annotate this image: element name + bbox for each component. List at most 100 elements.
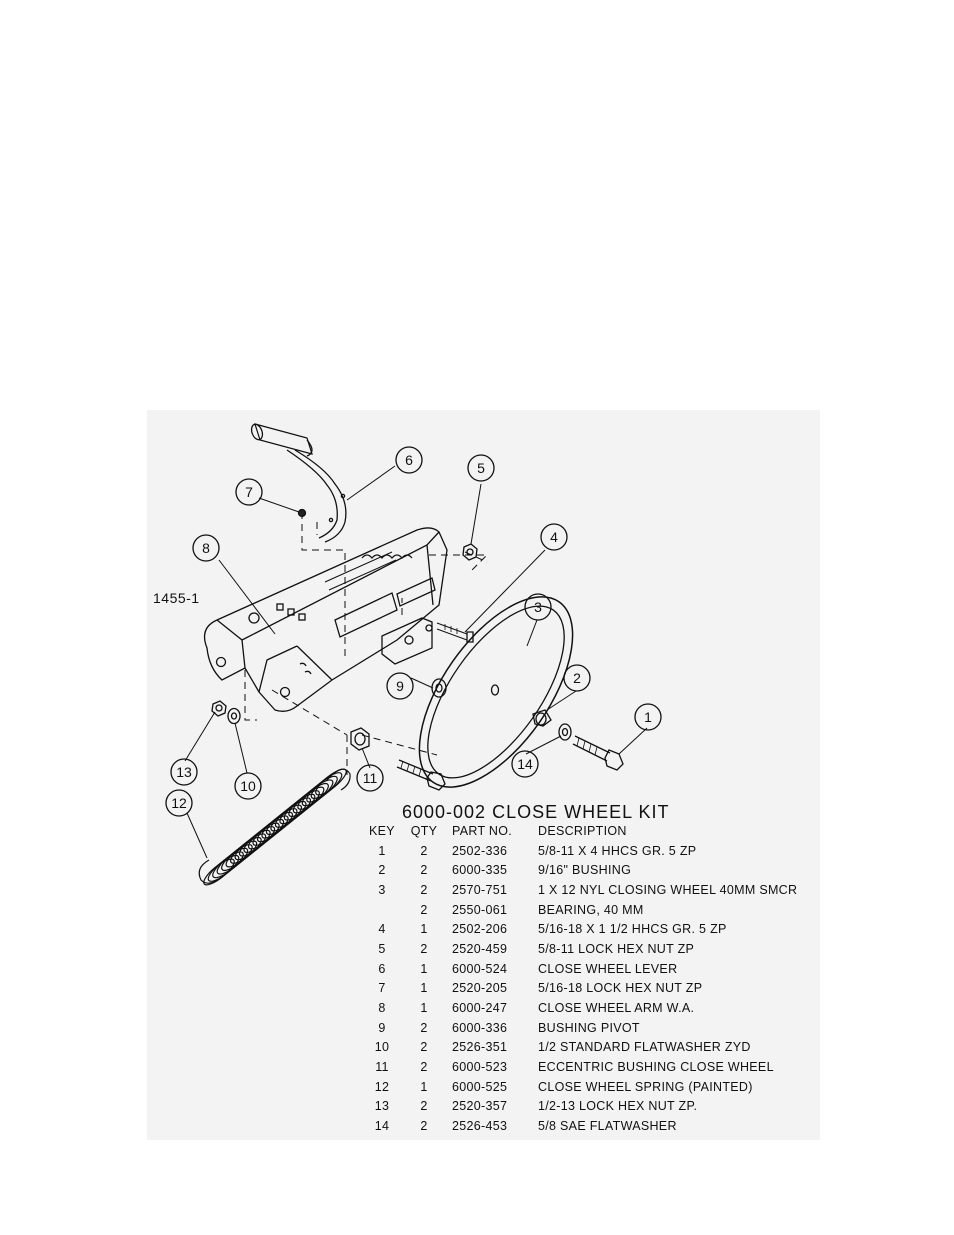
bolt-1-part [572, 735, 624, 771]
spring-coil [274, 800, 307, 828]
spring-coil [203, 858, 235, 886]
cell-part-no: 2520-357 [452, 1099, 508, 1114]
header-key: KEY [369, 823, 395, 838]
cell-key: 14 [374, 1119, 390, 1134]
callout-14: 14 [517, 756, 533, 772]
callout-11: 11 [363, 770, 378, 786]
cell-qty: 1 [420, 1079, 428, 1094]
cell-key: 12 [374, 1079, 390, 1094]
cell-description: 1/2 STANDARD FLATWASHER ZYD [538, 1040, 751, 1055]
callout-3: 3 [534, 599, 542, 615]
spring-coil [270, 804, 303, 832]
callout-circles [165, 446, 662, 817]
cell-key: 13 [374, 1099, 390, 1114]
eccentric-bushing-part [350, 727, 370, 751]
callout-1: 1 [644, 709, 652, 725]
spring-coil [230, 836, 262, 864]
cell-key: 8 [378, 1001, 386, 1016]
callout-9: 9 [396, 678, 404, 694]
spring-coil [301, 779, 334, 807]
spring-coil [216, 847, 249, 875]
close-wheel-lever-part [250, 423, 347, 543]
cell-qty: 2 [420, 863, 428, 878]
cell-description: CLOSE WHEEL SPRING (PAINTED) [538, 1079, 753, 1094]
cell-description: 5/8 SAE FLATWASHER [538, 1119, 677, 1134]
header-part-no: PART NO. [452, 823, 513, 838]
alignment-lines [244, 512, 489, 775]
cell-key: 7 [378, 981, 386, 996]
spring-coil [283, 793, 316, 821]
spring-coil [288, 790, 320, 818]
close-wheel-spring-part [198, 768, 351, 886]
cell-qty: 2 [420, 843, 428, 858]
callout-2: 2 [573, 670, 581, 686]
cell-description: BEARING, 40 MM [538, 902, 644, 917]
cell-qty: 1 [420, 922, 428, 937]
callout-8: 8 [202, 540, 210, 556]
spring-coil [247, 822, 280, 850]
bolt-4-part [436, 622, 474, 643]
spring-coil [212, 851, 244, 879]
spring-coil [279, 797, 312, 825]
callout-6: 6 [405, 452, 413, 468]
lock-nut-13-part [211, 700, 227, 717]
drawing-canvas: 1 2 3 4 5 6 7 8 9 10 11 12 13 14 [165, 423, 662, 886]
exploded-parts-diagram: 1 2 3 4 5 6 7 8 9 10 11 12 13 14 1455-1 … [147, 410, 820, 1140]
header-description: DESCRIPTION [538, 823, 627, 838]
spring-coil [261, 811, 294, 839]
cell-description: 5/16-18 LOCK HEX NUT ZP [538, 981, 703, 996]
cell-part-no: 2570-751 [452, 882, 508, 897]
spring-coil [207, 854, 240, 882]
cell-qty: 1 [420, 1001, 428, 1016]
callout-7: 7 [245, 484, 253, 500]
cell-qty: 2 [420, 1119, 428, 1134]
cell-part-no: 6000-335 [452, 863, 508, 878]
flatwasher-14-part [558, 723, 572, 741]
spring-coil [225, 840, 258, 868]
cell-part-no: 2502-336 [452, 843, 508, 858]
bushing-2-part [532, 709, 552, 727]
callout-13: 13 [176, 764, 192, 780]
spring-coil [265, 808, 298, 836]
cell-key: 9 [378, 1020, 386, 1035]
callout-10: 10 [240, 778, 256, 794]
cell-description: BUSHING PIVOT [538, 1020, 640, 1035]
header-qty: QTY [410, 823, 438, 838]
bolt-near-bushing-part [396, 759, 446, 791]
cell-description: 9/16" BUSHING [538, 863, 632, 878]
cell-qty: 2 [420, 941, 428, 956]
figure-id-label: 1455-1 [153, 590, 200, 606]
spring-coil [315, 768, 347, 796]
spring-coil [221, 844, 253, 872]
cell-key [360, 900, 404, 920]
cell-key: 4 [378, 922, 386, 937]
cell-description: CLOSE WHEEL LEVER [538, 961, 678, 976]
leader-lines [184, 465, 648, 859]
callout-5: 5 [477, 460, 485, 476]
flatwasher-10-part [227, 707, 241, 725]
cell-qty: 2 [420, 882, 428, 897]
cell-key: 5 [378, 941, 386, 956]
cell-part-no: 2502-206 [452, 922, 508, 937]
cell-description: ECCENTRIC BUSHING CLOSE WHEEL [538, 1060, 774, 1075]
cell-qty: 1 [420, 981, 428, 996]
cell-description: 5/8-11 X 4 HHCS GR. 5 ZP [538, 843, 697, 858]
spring-coil [292, 786, 325, 814]
callout-12: 12 [171, 795, 187, 811]
spring-coil [234, 833, 267, 861]
spring-coil [252, 818, 285, 846]
close-wheel-arm-part [203, 527, 448, 712]
